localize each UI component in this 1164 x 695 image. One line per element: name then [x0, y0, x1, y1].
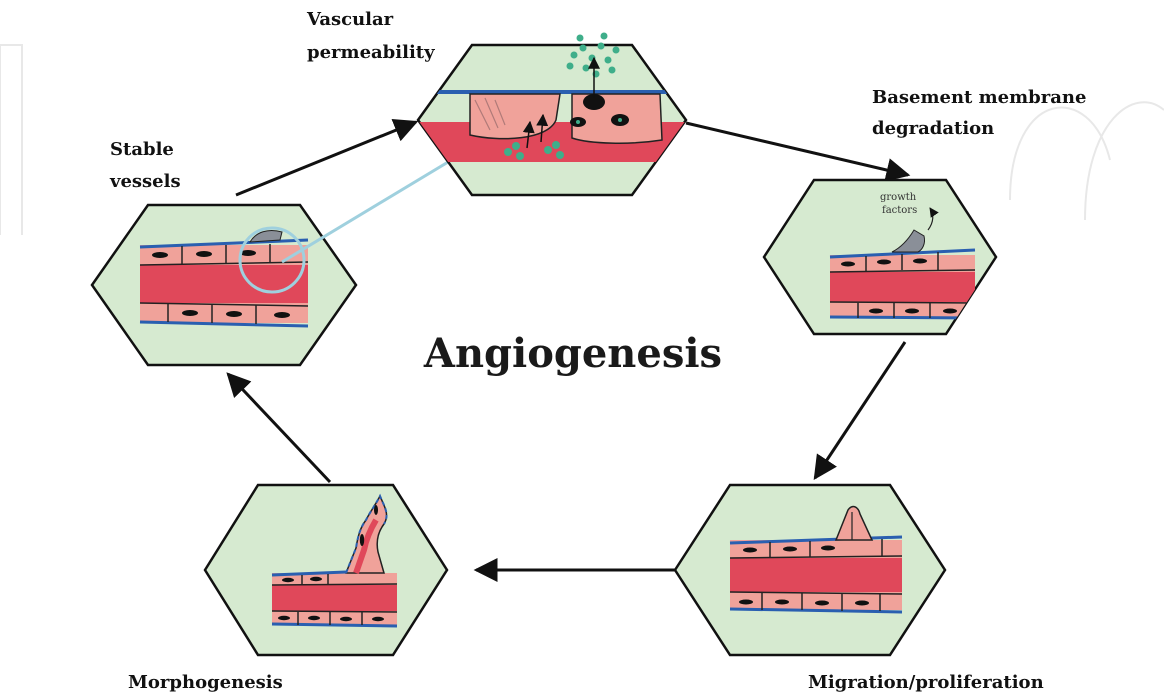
- arrow-permeability-to-degradation: [685, 121, 911, 182]
- hexagon-migration-proliferation: [673, 483, 947, 657]
- background-watermark: [0, 44, 1164, 235]
- label-stable-vessels-line-1: Stable: [110, 139, 174, 160]
- label-vascular-permeability-line-1: Vascular: [306, 9, 394, 30]
- hexagon-stable-vessels: [90, 203, 358, 367]
- label-vascular-permeability-line-2: permeability: [307, 42, 435, 63]
- cycle-arrows: [226, 118, 911, 582]
- label-basement-membrane-line-2: degradation: [872, 118, 994, 139]
- hexagon-basement-membrane-degradation: growth factors: [762, 178, 998, 336]
- arrow-morphogenesis-to-stable: [226, 372, 332, 484]
- label-morphogenesis: Morphogenesis: [128, 672, 283, 693]
- arrow-stable-to-permeability: [235, 118, 419, 197]
- arrow-degradation-to-migration: [813, 341, 907, 481]
- diagram-title: Angiogenesis: [423, 330, 722, 377]
- label-migration-proliferation: Migration/proliferation: [808, 672, 1044, 693]
- label-basement-membrane-line-1: Basement membrane: [872, 87, 1086, 108]
- label-stable-vessels-line-2: vessels: [109, 171, 181, 192]
- hexagon-morphogenesis: [203, 483, 449, 657]
- growth-factors-line-2: factors: [882, 205, 917, 216]
- hexagon-vascular-permeability: [416, 32, 688, 197]
- growth-factors-line-1: growth: [880, 192, 917, 203]
